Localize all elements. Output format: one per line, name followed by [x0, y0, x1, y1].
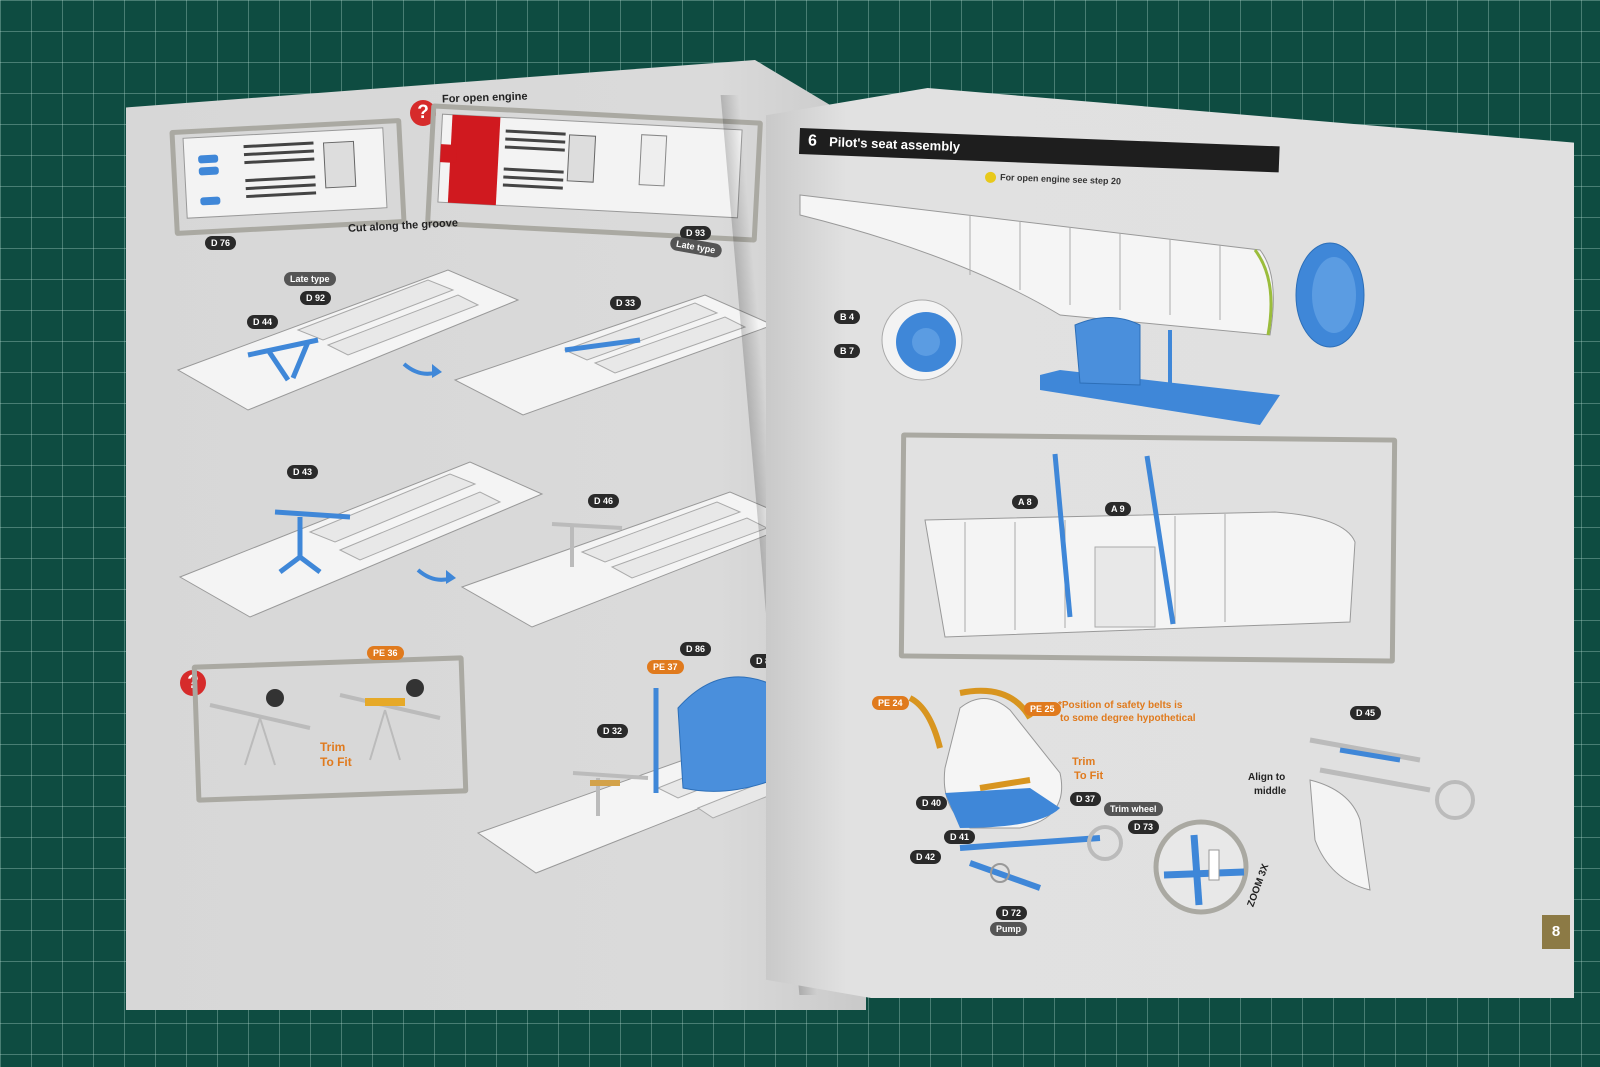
trim-to-fit-right-1: Trim [1072, 756, 1096, 768]
part-label-d93: D 93 [680, 226, 712, 240]
part-label-d37: D 37 [1070, 792, 1102, 806]
part-label-d42: D 42 [910, 850, 942, 864]
instrument-panel-drawing [1295, 242, 1365, 348]
note-dot-icon [984, 171, 997, 184]
trim-to-fit-left-1: Trim [320, 740, 346, 754]
arrow-right-icon [402, 362, 442, 378]
trim-detail-drawing [209, 679, 441, 766]
part-label-pe25: PE 25 [1024, 702, 1061, 716]
part-label-d40: D 40 [916, 796, 948, 810]
align-label-1: Align to [1248, 772, 1286, 783]
belts-note-line-1: *Position of safety belts is [1058, 700, 1183, 711]
cockpit-floor-drawing-2 [453, 294, 775, 416]
pilot-seat-drawing [908, 687, 1123, 891]
part-label-b7: B 7 [834, 344, 861, 358]
trim-wheel-detail-drawing [1309, 737, 1475, 891]
pump-badge: Pump [990, 922, 1028, 936]
cockpit-floor-drawing-4 [460, 491, 802, 628]
trim-wheel-badge: Trim wheel [1104, 802, 1163, 816]
part-label-pe37: PE 37 [647, 660, 684, 674]
cockpit-floor-drawing-1 [176, 269, 520, 411]
part-label-pe24: PE 24 [872, 696, 909, 710]
part-label-pe36: PE 36 [367, 646, 404, 660]
open-engine-panel-drawing [437, 113, 743, 219]
trim-to-fit-right-2: To Fit [1074, 770, 1104, 782]
late-type-badge: Late type [284, 272, 336, 286]
part-label-a8: A 8 [1012, 495, 1038, 509]
part-label-d72: D 72 [996, 906, 1028, 920]
zoom-detail-drawing [1153, 819, 1249, 915]
help-question-icon-2: ? [180, 670, 206, 696]
bulkhead-drawing [881, 299, 963, 381]
cockpit-floor-drawing-3 [178, 461, 544, 618]
part-label-d73: D 73 [1128, 820, 1160, 834]
part-label-d92: D 92 [300, 291, 332, 305]
step-title: Pilot's seat assembly [828, 134, 961, 155]
step-number: 6 [807, 132, 818, 150]
align-label-2: middle [1254, 786, 1287, 797]
part-label-d43: D 43 [287, 465, 319, 479]
seat-base-drawing [1040, 317, 1280, 425]
fuselage-half-drawing [799, 194, 1274, 336]
seat-floor-drawing [476, 676, 828, 874]
part-label-d76: D 76 [205, 236, 237, 250]
part-label-d86: D 86 [680, 642, 712, 656]
part-label-d41: D 41 [944, 830, 976, 844]
part-label-d44: D 44 [247, 315, 279, 329]
trim-to-fit-left-2: To Fit [320, 755, 352, 769]
page-number: 8 [1542, 915, 1570, 949]
belts-note-line-2: to some degree hypothetical [1060, 713, 1196, 724]
engine-cover-panel-drawing [182, 127, 388, 219]
part-label-d32: D 32 [597, 724, 629, 738]
part-label-a9: A 9 [1105, 502, 1131, 516]
part-label-d45: D 45 [1350, 706, 1382, 720]
arrow-right-icon-2 [416, 568, 456, 584]
part-label-d46: D 46 [588, 494, 620, 508]
part-label-b4: B 4 [834, 310, 861, 324]
help-question-icon: ? [410, 100, 436, 126]
part-label-d33: D 33 [610, 296, 642, 310]
cockpit-interior-drawing [924, 453, 1356, 638]
